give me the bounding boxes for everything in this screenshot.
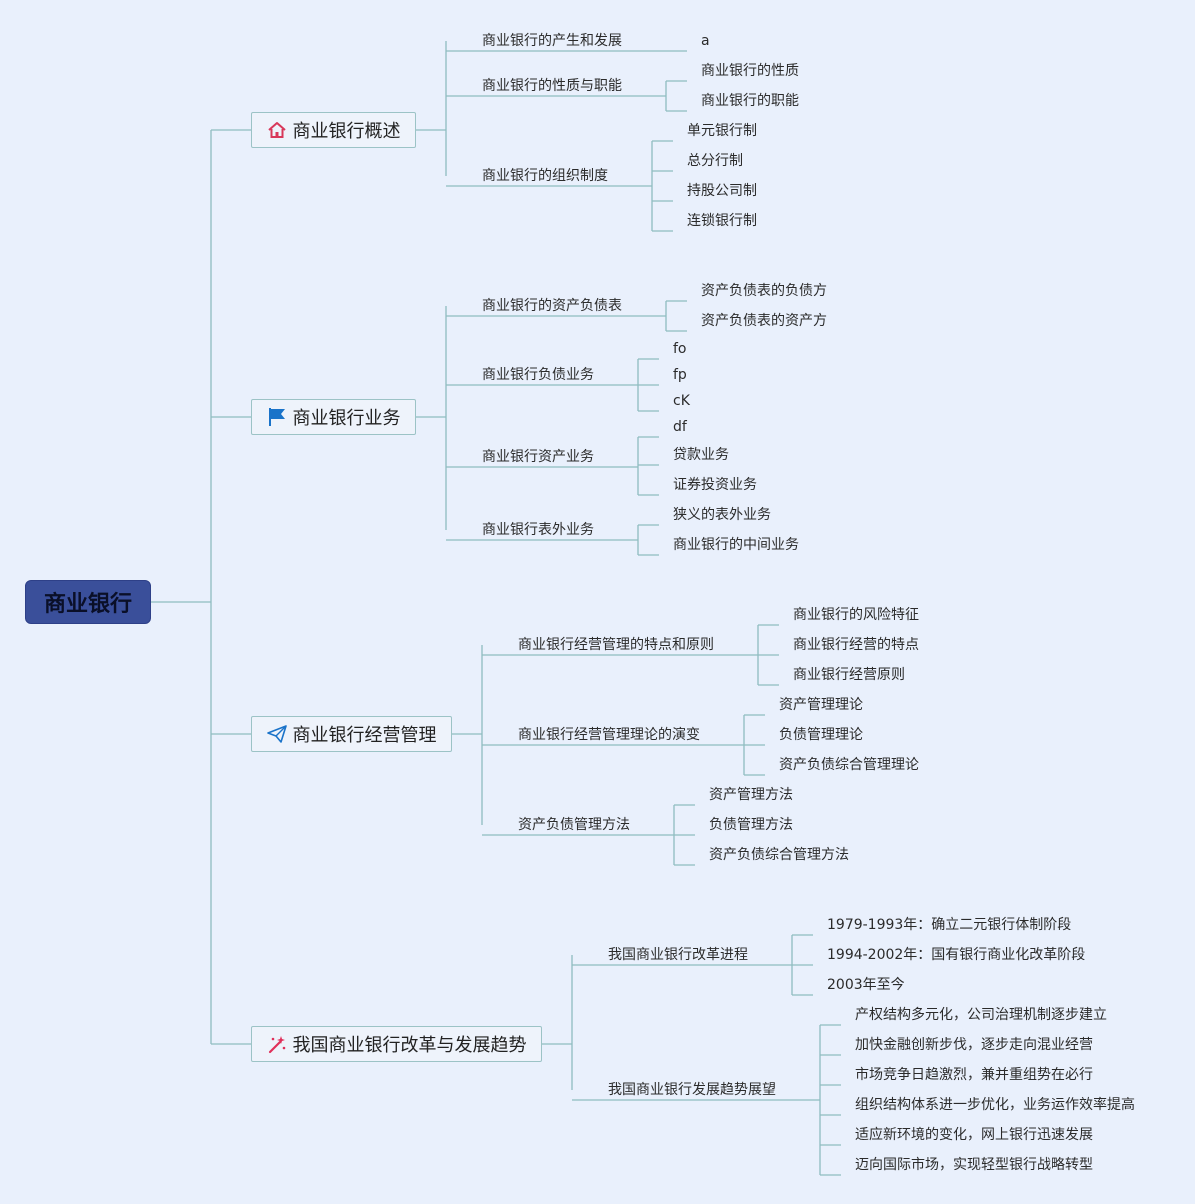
subtopic-node[interactable]: 商业银行的资产负债表 [482, 298, 622, 314]
topic-label: 商业银行经营管理 [292, 725, 437, 746]
subtopic-node[interactable]: 资产负债管理方法 [518, 817, 630, 833]
leaf-node[interactable]: 负债管理方法 [709, 817, 793, 833]
topic-label: 商业银行概述 [292, 121, 401, 142]
leaf-node[interactable]: a [701, 33, 710, 49]
flag-icon [267, 407, 287, 427]
topic-node-3[interactable]: 商业银行经营管理 [251, 716, 452, 752]
subtopic-node[interactable]: 我国商业银行改革进程 [608, 947, 748, 963]
leaf-node[interactable]: 资产负债综合管理方法 [709, 847, 849, 863]
topic-node-1[interactable]: 商业银行概述 [251, 112, 416, 148]
topic-node-2[interactable]: 商业银行业务 [251, 399, 416, 435]
subtopic-node[interactable]: 商业银行经营管理理论的演变 [518, 727, 700, 743]
leaf-node[interactable]: 负债管理理论 [779, 727, 863, 743]
leaf-node[interactable]: 商业银行的职能 [701, 93, 799, 109]
leaf-node[interactable]: 2003年至今 [827, 977, 905, 993]
house-icon [267, 121, 287, 139]
leaf-node[interactable]: 总分行制 [687, 153, 743, 169]
leaf-node[interactable]: 证券投资业务 [673, 477, 757, 493]
topic-label: 我国商业银行改革与发展趋势 [292, 1035, 527, 1056]
subtopic-node[interactable]: 我国商业银行发展趋势展望 [608, 1082, 776, 1098]
leaf-node[interactable]: 产权结构多元化，公司治理机制逐步建立 [855, 1007, 1107, 1023]
leaf-node[interactable]: 资产管理理论 [779, 697, 863, 713]
leaf-node[interactable]: 商业银行经营的特点 [793, 637, 919, 653]
leaf-node[interactable]: 连锁银行制 [687, 213, 757, 229]
subtopic-node[interactable]: 商业银行表外业务 [482, 522, 594, 538]
topic-label: 商业银行业务 [292, 408, 401, 429]
leaf-node[interactable]: 适应新环境的变化，网上银行迅速发展 [855, 1127, 1093, 1143]
leaf-node[interactable]: 单元银行制 [687, 123, 757, 139]
leaf-node[interactable]: 商业银行经营原则 [793, 667, 905, 683]
leaf-node[interactable]: 资产负债表的负债方 [701, 283, 827, 299]
leaf-node[interactable]: fo [673, 341, 687, 357]
leaf-node[interactable]: 1994-2002年：国有银行商业化改革阶段 [827, 947, 1086, 963]
leaf-node[interactable]: 贷款业务 [673, 447, 729, 463]
leaf-node[interactable]: 加快金融创新步伐，逐步走向混业经营 [855, 1037, 1093, 1053]
subtopic-node[interactable]: 商业银行经营管理的特点和原则 [518, 637, 714, 653]
leaf-node[interactable]: 市场竞争日趋激烈，兼并重组势在必行 [855, 1067, 1093, 1083]
leaf-node[interactable]: cK [673, 393, 690, 409]
root-node[interactable]: 商业银行 [25, 580, 151, 624]
leaf-node[interactable]: 资产管理方法 [709, 787, 793, 803]
paper-plane-icon [266, 725, 287, 743]
subtopic-node[interactable]: 商业银行的产生和发展 [482, 33, 622, 49]
leaf-node[interactable]: 资产负债表的资产方 [701, 313, 827, 329]
subtopic-node[interactable]: 商业银行的组织制度 [482, 168, 608, 184]
leaf-node[interactable]: 迈向国际市场，实现轻型银行战略转型 [855, 1157, 1093, 1173]
leaf-node[interactable]: 持股公司制 [687, 183, 757, 199]
leaf-node[interactable]: 组织结构体系进一步优化，业务运作效率提高 [855, 1097, 1135, 1113]
leaf-node[interactable]: df [673, 419, 687, 435]
magic-wand-icon [267, 1034, 287, 1054]
subtopic-node[interactable]: 商业银行负债业务 [482, 367, 594, 383]
leaf-node[interactable]: 1979-1993年：确立二元银行体制阶段 [827, 917, 1072, 933]
leaf-node[interactable]: 资产负债综合管理理论 [779, 757, 919, 773]
topic-node-4[interactable]: 我国商业银行改革与发展趋势 [251, 1026, 542, 1062]
leaf-node[interactable]: 商业银行的风险特征 [793, 607, 919, 623]
leaf-node[interactable]: 商业银行的性质 [701, 63, 799, 79]
leaf-node[interactable]: 狭义的表外业务 [673, 507, 771, 523]
leaf-node[interactable]: 商业银行的中间业务 [673, 537, 799, 553]
subtopic-node[interactable]: 商业银行的性质与职能 [482, 78, 622, 94]
leaf-node[interactable]: fp [673, 367, 687, 383]
subtopic-node[interactable]: 商业银行资产业务 [482, 449, 594, 465]
